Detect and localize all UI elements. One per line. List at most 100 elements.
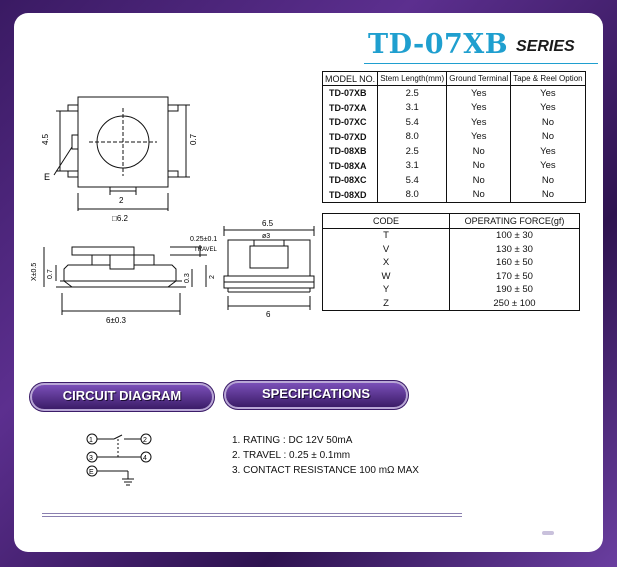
table-row: X 160 ± 50 (322, 256, 580, 270)
cell-tape-reel: No (541, 131, 554, 143)
dim-x: X±0.5 (31, 263, 38, 281)
cell-ground-terminal: No (446, 144, 512, 159)
specifications-heading-text: SPECIFICATIONS (261, 386, 371, 401)
pin-1: 1 (89, 437, 93, 444)
cell-model: TD-07XB (322, 85, 379, 101)
dim-side: 0.7 (189, 133, 198, 145)
dim-front-width: 6±0.3 (106, 316, 127, 325)
cell-tape-reel: Yes (540, 102, 556, 114)
cell-code: Z (322, 296, 450, 311)
dim-side-phi: ø3 (262, 233, 270, 240)
dim-travel-value: 0.25±0.1 (190, 236, 217, 243)
cell-ground-terminal: Yes (446, 85, 512, 101)
dim-total: □6.2 (112, 214, 129, 223)
cell-operating-force: 170 ± 50 (496, 270, 533, 282)
dim-03: 0.3 (184, 273, 191, 283)
cell-model: TD-07XC (322, 115, 379, 130)
cell-stem-length: 2.5 (377, 85, 448, 101)
dim-2: 2 (209, 275, 216, 279)
series-label: SERIES (516, 38, 575, 55)
datasheet-page: TD-07XB SERIES (14, 13, 603, 552)
model-table: MODEL NO. Stem Length(mm) Ground Termina… (322, 71, 586, 203)
title-block: TD-07XB SERIES (364, 29, 603, 67)
dim-side-bottom: 6 (266, 310, 271, 318)
cell-stem-length: 3.1 (377, 158, 448, 173)
cell-code: X (322, 256, 450, 270)
cell-code: Y (322, 283, 450, 297)
cell-stem-length: 5.4 (377, 115, 448, 130)
cell-ground-terminal: No (446, 173, 512, 188)
cell-ground-terminal: No (446, 158, 512, 173)
dim-side-top: 6.5 (262, 219, 274, 228)
cell-stem-length: 8.0 (377, 187, 448, 203)
corner-mark (542, 531, 554, 535)
cell-operating-force: 100 ± 30 (496, 230, 533, 242)
col-stem: Stem Length(mm) (377, 71, 448, 86)
spec-rating: 1. RATING : DC 12V 50mA (232, 435, 353, 446)
cell-operating-force: 250 ± 100 (493, 297, 536, 309)
cell-tape-reel: No (541, 189, 554, 201)
dim-e-label: E (44, 172, 50, 182)
cell-operating-force: 160 ± 50 (496, 257, 533, 269)
specifications-list: 1. RATING : DC 12V 50mA 2. TRAVEL : 0.25… (232, 433, 419, 478)
model-table-header: MODEL NO. Stem Length(mm) Ground Termina… (322, 71, 586, 86)
pin-2: 2 (143, 437, 147, 444)
pin-e: E (89, 469, 94, 476)
col-force: OPERATING FORCE(gf) (449, 213, 580, 229)
cell-ground-terminal: Yes (446, 100, 512, 115)
cell-tape-reel: No (541, 116, 554, 128)
circuit-diagram: 1 2 3 4 E (86, 433, 152, 486)
cell-code: W (322, 269, 450, 283)
circuit-diagram-heading: CIRCUIT DIAGRAM (32, 385, 212, 409)
force-table-header: CODE OPERATING FORCE(gf) (322, 213, 580, 229)
cell-stem-length: 3.1 (377, 100, 448, 115)
cell-model: TD-08XC (322, 173, 379, 188)
table-row: T 100 ± 30 (322, 228, 580, 243)
pin-3: 3 (89, 455, 93, 462)
table-row: W 170 ± 50 (322, 269, 580, 283)
cell-ground-terminal: Yes (446, 129, 512, 144)
cell-operating-force: 190 ± 50 (496, 284, 533, 296)
cell-tape-reel: Yes (540, 145, 556, 157)
dim-width: 2 (119, 196, 124, 205)
cell-ground-terminal: Yes (446, 115, 512, 130)
cell-ground-terminal: No (446, 187, 512, 203)
footer-rule (42, 513, 462, 514)
circuit-diagram-heading-text: CIRCUIT DIAGRAM (62, 388, 182, 403)
cell-model: TD-08XD (322, 187, 379, 203)
cell-code: T (322, 228, 450, 243)
cell-model: TD-07XA (322, 100, 379, 115)
cell-model: TD-08XA (322, 158, 379, 173)
cell-stem-length: 2.5 (377, 144, 448, 159)
title-underline (364, 63, 598, 64)
cell-stem-length: 8.0 (377, 129, 448, 144)
dim-travel-label: TRAVEL (194, 247, 218, 253)
spec-travel: 2. TRAVEL : 0.25 ± 0.1mm (232, 450, 351, 461)
cell-model: TD-07XD (322, 129, 379, 144)
top-view-drawing: 4.5 E 0.7 2 □6.2 (41, 96, 198, 223)
cell-tape-reel: Yes (540, 87, 556, 99)
pin-4: 4 (143, 455, 147, 462)
table-row: Y 190 ± 50 (322, 283, 580, 297)
footer-rule-2 (42, 516, 462, 517)
cell-operating-force: 130 ± 30 (496, 243, 533, 255)
col-tape: Tape & Reel Option (510, 71, 586, 86)
cell-model: TD-08XB (322, 144, 379, 159)
side-view-drawing: 6.5 ø3 6 (223, 219, 315, 318)
dim-height: 4.5 (41, 133, 50, 145)
page-title: TD-07XB (368, 29, 509, 60)
cell-stem-length: 5.4 (377, 173, 448, 188)
